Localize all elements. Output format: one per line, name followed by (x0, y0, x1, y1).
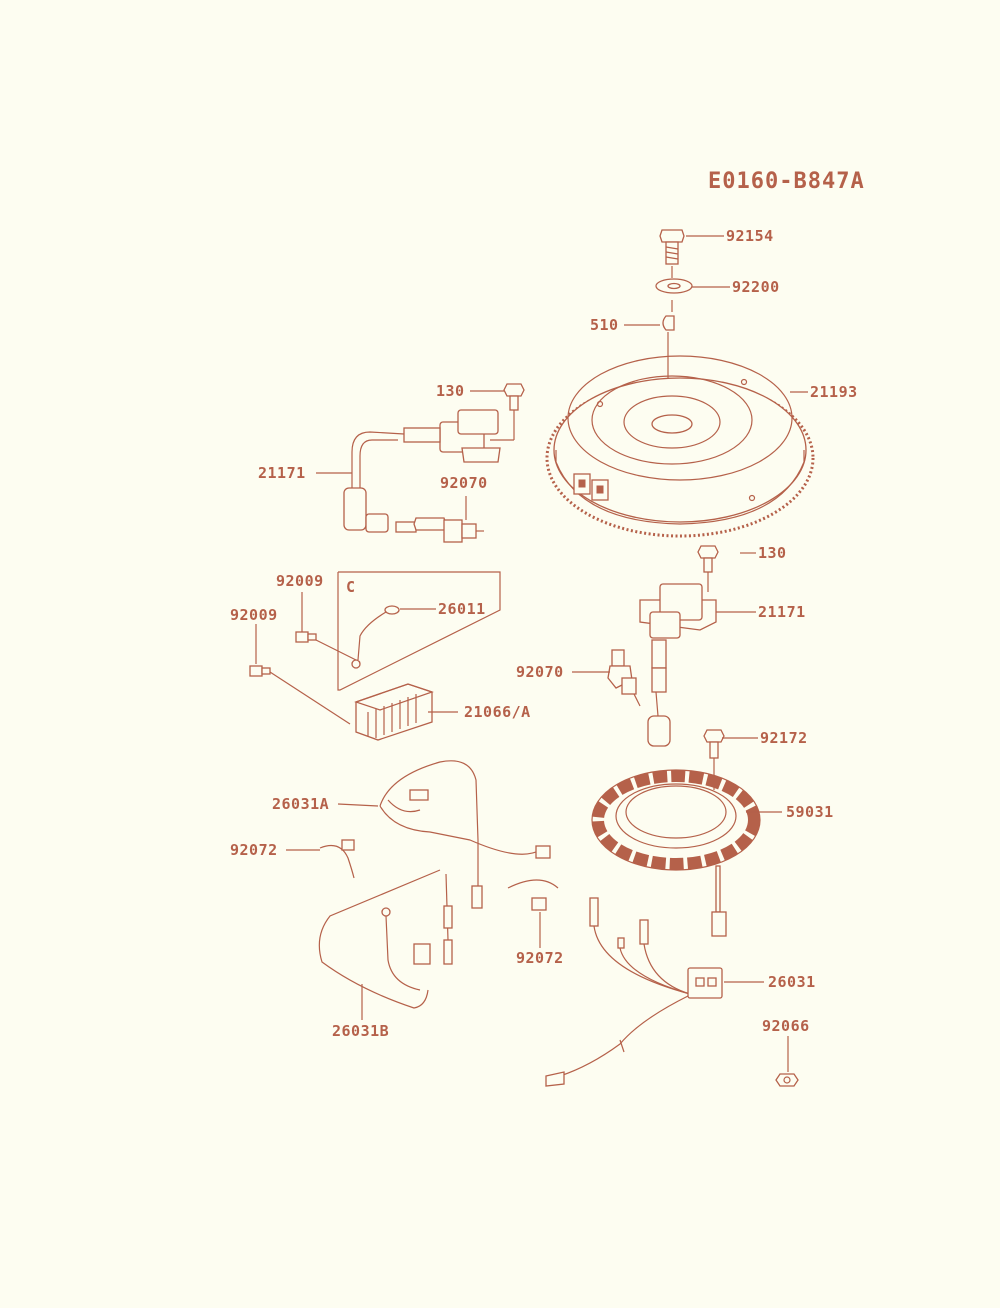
label-92172[interactable]: 92172 (760, 729, 808, 747)
key-510 (662, 315, 675, 331)
diagram-code: E0160-B847A (708, 169, 865, 194)
label-26031A[interactable]: 26031A (272, 795, 329, 813)
label-92072-left[interactable]: 92072 (230, 841, 278, 859)
label-92009-b[interactable]: 92009 (230, 606, 278, 624)
label-92066[interactable]: 92066 (762, 1017, 810, 1035)
ignition-coil-21171-right (639, 583, 717, 747)
label-26031[interactable]: 26031 (768, 973, 816, 991)
spark-plug-92070-right (607, 649, 641, 707)
wire-26011 (351, 605, 400, 669)
harness-26031 (545, 897, 723, 1087)
clip-92072-mid (507, 879, 559, 911)
label-26011[interactable]: 26011 (438, 600, 486, 618)
flywheel-21193 (545, 355, 815, 538)
washer-92200 (655, 278, 693, 294)
label-92200[interactable]: 92200 (732, 278, 780, 296)
bolt-130-top (503, 383, 525, 411)
label-59031[interactable]: 59031 (786, 803, 834, 821)
regulator-21066 (354, 683, 434, 741)
harness-26031B (318, 869, 453, 1009)
label-92070-right[interactable]: 92070 (516, 663, 564, 681)
bolt-92154 (659, 229, 685, 265)
label-21171-left[interactable]: 21171 (258, 464, 306, 482)
harness-26031A (379, 760, 551, 909)
label-92009-a[interactable]: 92009 (276, 572, 324, 590)
label-92070-top[interactable]: 92070 (440, 474, 488, 492)
clip-92072-left (319, 839, 355, 879)
leader-lines (255, 235, 808, 1072)
label-26031B[interactable]: 26031B (332, 1022, 389, 1040)
label-130-right[interactable]: 130 (758, 544, 787, 562)
group-c-outline (337, 571, 501, 691)
label-21193[interactable]: 21193 (810, 383, 858, 401)
label-92072-mid[interactable]: 92072 (516, 949, 564, 967)
spark-plug-92070-top (395, 517, 484, 543)
bolt-130-right (697, 545, 719, 573)
label-510[interactable]: 510 (590, 316, 619, 334)
screw-92009-b (249, 665, 271, 677)
stator-59031 (591, 769, 761, 937)
nut-92066 (775, 1073, 799, 1087)
label-21066[interactable]: 21066/A (464, 703, 531, 721)
label-group-c: C (346, 578, 356, 596)
screw-92172 (703, 729, 725, 759)
label-92154[interactable]: 92154 (726, 227, 774, 245)
screw-92009-a (295, 631, 317, 643)
ignition-coil-21171-left (343, 409, 501, 533)
label-21171-right[interactable]: 21171 (758, 603, 806, 621)
label-130-top[interactable]: 130 (436, 382, 465, 400)
